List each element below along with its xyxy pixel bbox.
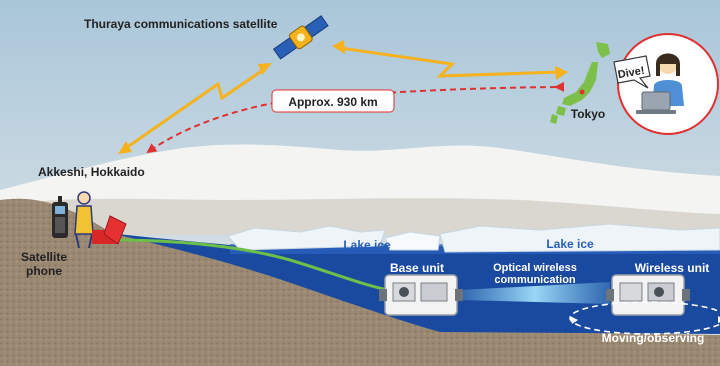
link-arrowhead-akkeshi — [118, 141, 132, 154]
distance-label-box — [271, 89, 395, 113]
akkeshi-label: Akkeshi, Hokkaido — [38, 165, 145, 179]
lake-ice-mid — [384, 231, 441, 251]
base-unit-label: Base unit — [390, 261, 444, 275]
wireless-unit-device-icon — [606, 274, 690, 316]
optical-label-line2: communication — [494, 274, 576, 286]
lake-ice-right — [439, 223, 720, 253]
optical-beam — [460, 282, 610, 304]
dive-speech-bubble — [613, 55, 651, 89]
link-satellite-to-tokyo — [339, 46, 561, 78]
link-arrowhead-sat-lower — [258, 63, 272, 75]
satellite-phone-label-line2: phone — [26, 264, 62, 278]
optical-label-line1: Optical wireless — [493, 262, 577, 274]
moving-arrow-left — [570, 316, 578, 324]
ground — [0, 198, 720, 366]
tokyo-label: Tokyo — [571, 107, 605, 121]
operator-at-laptop-icon — [636, 53, 684, 114]
link-arrowhead-sat-right — [332, 40, 345, 54]
lake-ice-left-label: Lake ice — [343, 238, 391, 252]
satellite-phone-icon — [52, 196, 68, 238]
antenna-dish-icon — [92, 215, 127, 245]
dive-label: Dive! — [617, 65, 646, 81]
link-arrowhead-tokyo — [555, 66, 568, 80]
tether-cable — [109, 238, 389, 292]
japan-map-icon — [550, 42, 610, 124]
satellite-phone-label-line1: Satellite — [21, 250, 67, 264]
moving-path-loop — [569, 301, 720, 335]
distance-arrow — [146, 81, 565, 154]
distance-label: Approx. 930 km — [288, 95, 377, 109]
lake-ice-left — [227, 225, 386, 251]
satellite-label: Thuraya communications satellite — [84, 17, 278, 31]
moving-label: Moving/observing — [602, 331, 705, 345]
lake-ice-right-label: Lake ice — [546, 237, 594, 251]
satellite-icon — [272, 15, 329, 60]
base-unit-device-icon — [379, 274, 463, 316]
wireless-unit-label: Wireless unit — [635, 261, 710, 275]
mountain-shadow — [0, 198, 720, 235]
